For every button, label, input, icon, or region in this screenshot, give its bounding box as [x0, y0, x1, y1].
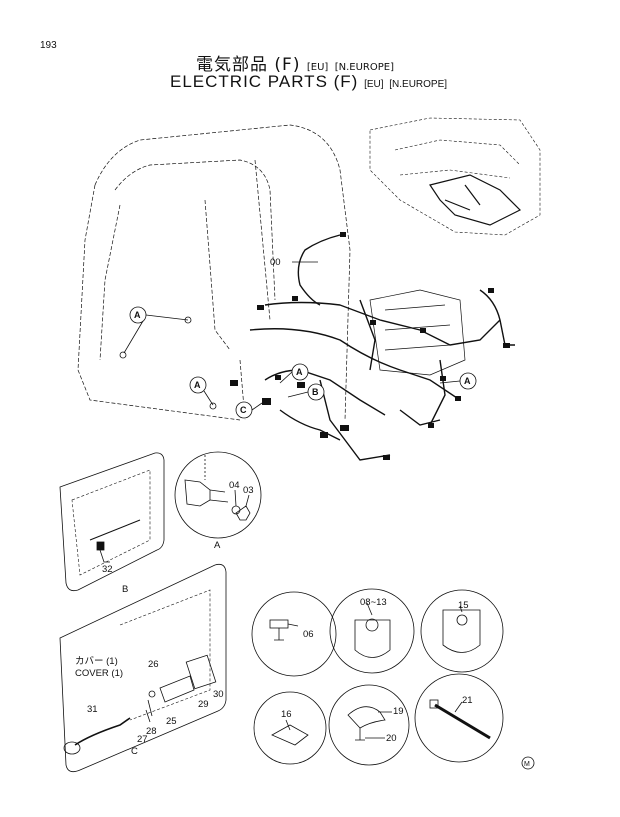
footer-mark-label: M [524, 761, 530, 768]
title-jp-text: 電気部品 (F) [196, 55, 301, 75]
part-label-08-13: 08~13 [360, 597, 387, 608]
title-en-text: ELECTRIC PARTS (F) [170, 72, 359, 91]
detail-c-part-29: 29 [198, 699, 209, 710]
region-eu: [EU] [306, 62, 329, 73]
part-label-20: 20 [386, 733, 397, 744]
page-title-english: ELECTRIC PARTS (F) [EU] [N.EUROPE] [170, 72, 447, 92]
part-label-19: 19 [393, 706, 404, 717]
callout-b [287, 383, 325, 401]
part-label-16: 16 [281, 709, 292, 720]
part-circle-21 [414, 673, 504, 763]
callout-label-a-1: A [134, 310, 141, 320]
callout-label-b: B [312, 387, 319, 397]
callout-label-c: C [240, 405, 247, 415]
region-eu-2: [EU] [364, 79, 384, 90]
detail-b-caption: B [122, 584, 128, 595]
harness-label: 00 [270, 257, 281, 268]
callout-a-center [279, 363, 309, 384]
part-circle-06 [251, 591, 337, 677]
part-circle-15 [420, 589, 504, 673]
detail-a-part-04: 04 [229, 480, 240, 491]
callout-a-mid [189, 376, 217, 410]
callout-a-right [439, 372, 477, 390]
detail-b-view [59, 452, 165, 592]
detail-a-view [174, 451, 262, 539]
page-number: 193 [40, 40, 57, 51]
main-wire-harness [249, 234, 515, 461]
detail-c-part-31: 31 [87, 704, 98, 715]
machine-overview-harness [429, 174, 522, 226]
callout-label-a-2: A [194, 380, 201, 390]
engine-block-sketch [369, 289, 466, 376]
detail-a-caption: A [214, 540, 221, 551]
detail-c-part-25: 25 [166, 716, 177, 727]
part-circle-08-13 [329, 588, 415, 674]
page-title-japanese: 電気部品 (F) [EU] [N.EUROPE] [196, 50, 394, 75]
detail-c-caption: C [131, 746, 138, 757]
callout-label-a-4: A [464, 376, 471, 386]
detail-c-part-30: 30 [213, 689, 224, 700]
detail-c-cover-jp: カバー (1) [75, 656, 118, 667]
detail-c-view [59, 563, 227, 773]
part-circle-16 [253, 691, 327, 765]
detail-c-part-28: 28 [146, 726, 157, 737]
footer-mark-circle [521, 756, 535, 770]
callout-c [235, 401, 263, 419]
detail-a-part-03: 03 [243, 485, 254, 496]
callout-a-left [119, 306, 192, 359]
region-n-europe: [N.EUROPE] [334, 62, 394, 73]
machine-overview-sketch [369, 117, 541, 236]
region-n-europe-2: [N.EUROPE] [389, 79, 448, 90]
part-label-15: 15 [458, 600, 469, 611]
detail-b-part-32: 32 [102, 564, 113, 575]
harness-connectors [230, 232, 510, 460]
detail-c-cover-en: COVER (1) [75, 668, 123, 679]
part-circle-19-20 [328, 684, 410, 766]
callout-label-a-3: A [296, 367, 303, 377]
part-label-06: 06 [303, 629, 314, 640]
cab-outline [77, 124, 351, 421]
detail-c-part-27: 27 [137, 734, 148, 745]
part-label-21: 21 [462, 695, 473, 706]
detail-c-part-26: 26 [148, 659, 159, 670]
